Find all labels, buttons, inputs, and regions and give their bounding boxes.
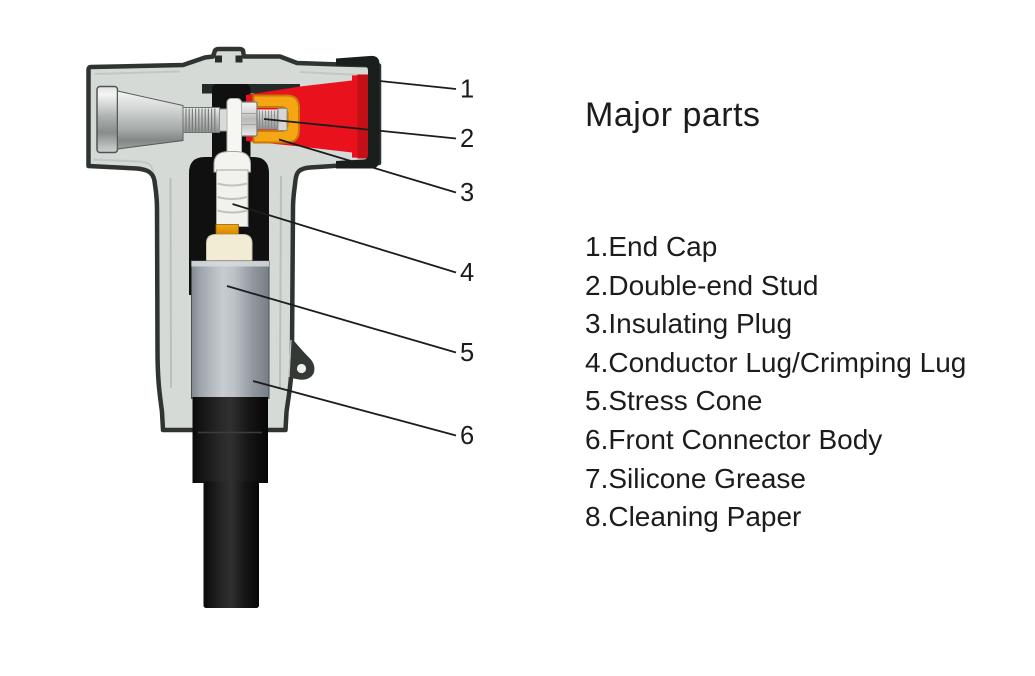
bushing-flange	[96, 85, 119, 154]
parts-list-item-1: 1.End Cap	[585, 231, 718, 262]
callout-number-4: 4	[460, 259, 474, 287]
tab-eyelet-hole	[296, 363, 307, 374]
parts-list-item-3: 3.Insulating Plug	[585, 308, 793, 340]
stud-hex-nut	[238, 101, 258, 137]
body-inner-wall-left	[169, 177, 172, 389]
callout-leader-lines	[226, 80, 457, 437]
leader-line-5	[226, 285, 457, 354]
connector-cutaway-diagram: 1 2 3 4 5 6	[86, 46, 474, 608]
parts-list-item-8: 8.Cleaning Paper	[585, 501, 802, 533]
callout-number-3: 3	[460, 179, 474, 207]
leader-line-3	[278, 138, 457, 194]
parts-list-item-6: 6.Front Connector Body	[585, 423, 883, 455]
body-inner-shade-top-left	[94, 70, 181, 75]
page-title: Major parts	[585, 96, 761, 134]
callout-numbers: 1 2 3 4 5 6	[460, 76, 474, 451]
junction-top-shadow	[202, 84, 300, 94]
cream-insulation-cap	[206, 234, 253, 263]
body-inner-wall-right	[279, 175, 282, 389]
parts-list-item-2: 2.Double-end Stud	[585, 269, 819, 301]
cable-shape	[192, 397, 268, 608]
callout-number-1: 1	[460, 76, 474, 104]
top-nub-notch-right	[235, 55, 243, 63]
parts-list-item-5: 5.Stress Cone	[585, 385, 763, 417]
parts-list-item-7: 7.Silicone Grease	[585, 462, 807, 494]
callout-number-2: 2	[460, 125, 474, 153]
parts-list-item-4: 4.Conductor Lug/Crimping Lug	[585, 346, 967, 378]
leader-line-2	[263, 118, 457, 140]
leader-line-4	[232, 203, 457, 274]
stress-cone-shape	[191, 260, 270, 399]
top-nub-notch-left	[215, 55, 222, 63]
double-end-stud-shape	[182, 107, 229, 133]
conductor-lug-shape	[213, 151, 251, 227]
mounting-tab	[288, 337, 315, 380]
leader-line-6	[252, 380, 457, 437]
callout-number-5: 5	[460, 339, 474, 367]
parts-list: 1.End Cap 2.Double-end Stud 3.Insulating…	[585, 228, 966, 537]
bushing-cone	[117, 90, 184, 150]
body-inner-shade-arm-bottom	[92, 158, 154, 173]
insulating-plug-stem	[226, 98, 242, 159]
callout-number-6: 6	[460, 422, 474, 450]
end-cap-shape	[336, 55, 380, 169]
leader-line-1	[379, 80, 457, 90]
